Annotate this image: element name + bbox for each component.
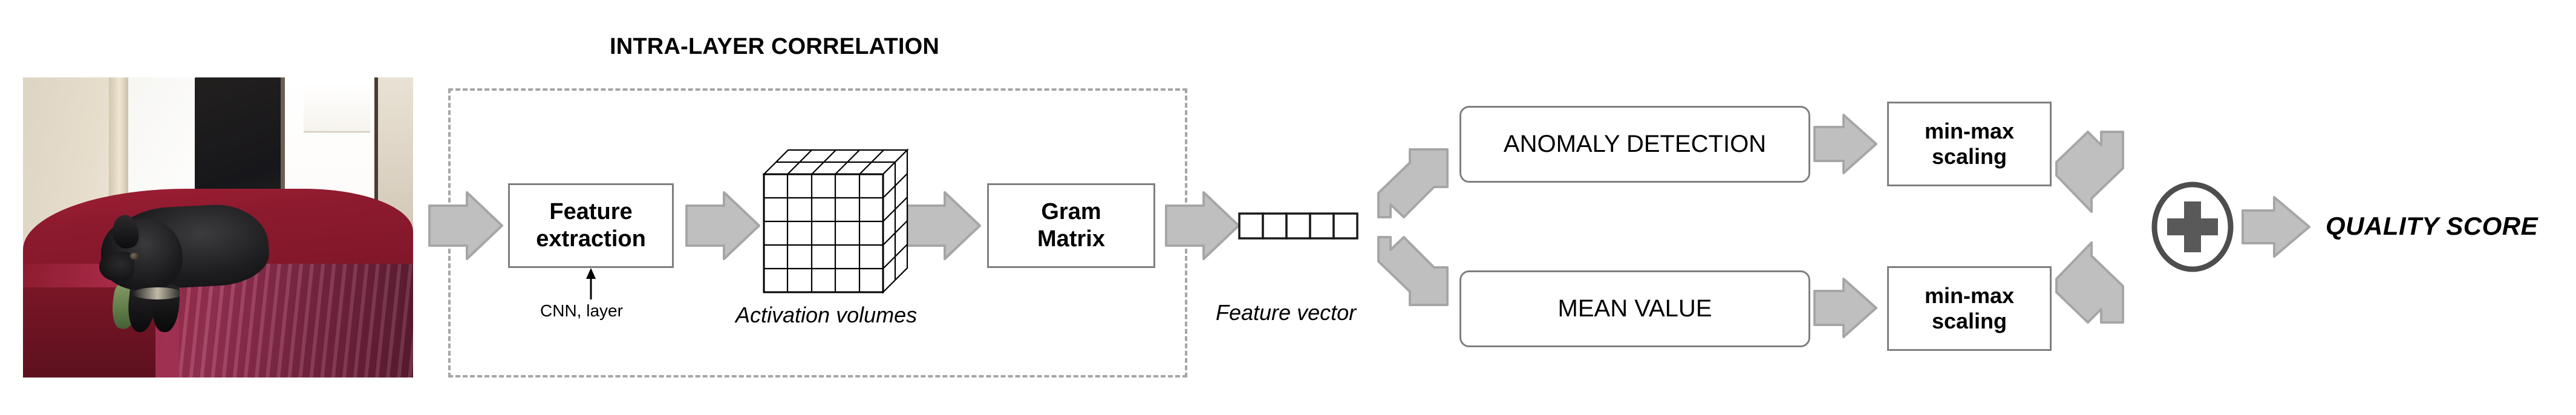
photo-dog-snout xyxy=(99,251,134,282)
photo-dog-eye xyxy=(130,253,139,260)
gram-matrix-box[interactable]: Gram Matrix xyxy=(987,183,1155,268)
feature-extraction-label-line1: Feature xyxy=(549,199,633,225)
min-max-scaling-bottom-label-line1: min-max xyxy=(1924,283,2015,308)
arrow-feature-extraction-to-activation-volumes xyxy=(685,191,760,260)
photo-window-frame-left xyxy=(280,77,285,264)
min-max-scaling-bottom-label-line2: scaling xyxy=(1931,309,2007,333)
activation-volumes-caption: Activation volumes xyxy=(735,302,918,327)
arrow-mean-value-to-min-max-scaling-bottom xyxy=(1813,278,1877,338)
min-max-scaling-top-box[interactable]: min-max scaling xyxy=(1887,102,2052,186)
activation-volumes-cube xyxy=(762,148,909,294)
sum-operator xyxy=(2151,181,2234,272)
arrow-feature-vector-to-anomaly-detection xyxy=(1377,148,1449,218)
feature-extraction-label-line2: extraction xyxy=(536,226,646,252)
arrow-min-max-scaling-bottom-to-sum xyxy=(2055,241,2124,324)
gram-matrix-label-line1: Gram xyxy=(1041,199,1101,225)
input-image-thumbnail xyxy=(23,77,413,377)
arrow-sum-to-quality-score xyxy=(2242,196,2310,258)
arrow-anomaly-detection-to-min-max-scaling-top xyxy=(1813,114,1877,174)
photo-window-shade xyxy=(304,83,371,133)
min-max-scaling-bottom-box[interactable]: min-max scaling xyxy=(1887,266,2052,351)
arrow-activation-volumes-to-gram-matrix xyxy=(906,191,981,260)
cnn-layer-annotation: CNN, layer xyxy=(540,301,623,320)
anomaly-detection-box[interactable]: ANOMALY DETECTION xyxy=(1459,106,1810,183)
photo-dog-chest-marking xyxy=(132,287,183,300)
photo-window-frame-right xyxy=(374,77,380,264)
anomaly-detection-label: ANOMALY DETECTION xyxy=(1503,130,1767,157)
min-max-scaling-top-label-line1: min-max xyxy=(1924,118,2015,143)
mean-value-label: MEAN VALUE xyxy=(1557,295,1712,322)
arrow-gram-matrix-to-feature-vector xyxy=(1165,191,1240,260)
min-max-scaling-top-label-line2: scaling xyxy=(1931,144,2007,169)
feature-vector-cells xyxy=(1238,212,1358,240)
quality-score-label: QUALITY SCORE xyxy=(2326,212,2539,240)
group-title: INTRA-LAYER CORRELATION xyxy=(610,34,940,59)
feature-vector-caption: Feature vector xyxy=(1216,300,1357,325)
arrow-min-max-scaling-top-to-sum xyxy=(2055,131,2124,213)
gram-matrix-label-line2: Matrix xyxy=(1037,226,1105,252)
arrow-feature-vector-to-mean-value xyxy=(1377,236,1449,306)
arrow-image-to-feature-extraction xyxy=(428,191,503,260)
feature-extraction-box[interactable]: Feature extraction xyxy=(508,183,674,268)
cnn-layer-leader-line xyxy=(586,268,596,299)
mean-value-box[interactable]: MEAN VALUE xyxy=(1459,270,1810,347)
